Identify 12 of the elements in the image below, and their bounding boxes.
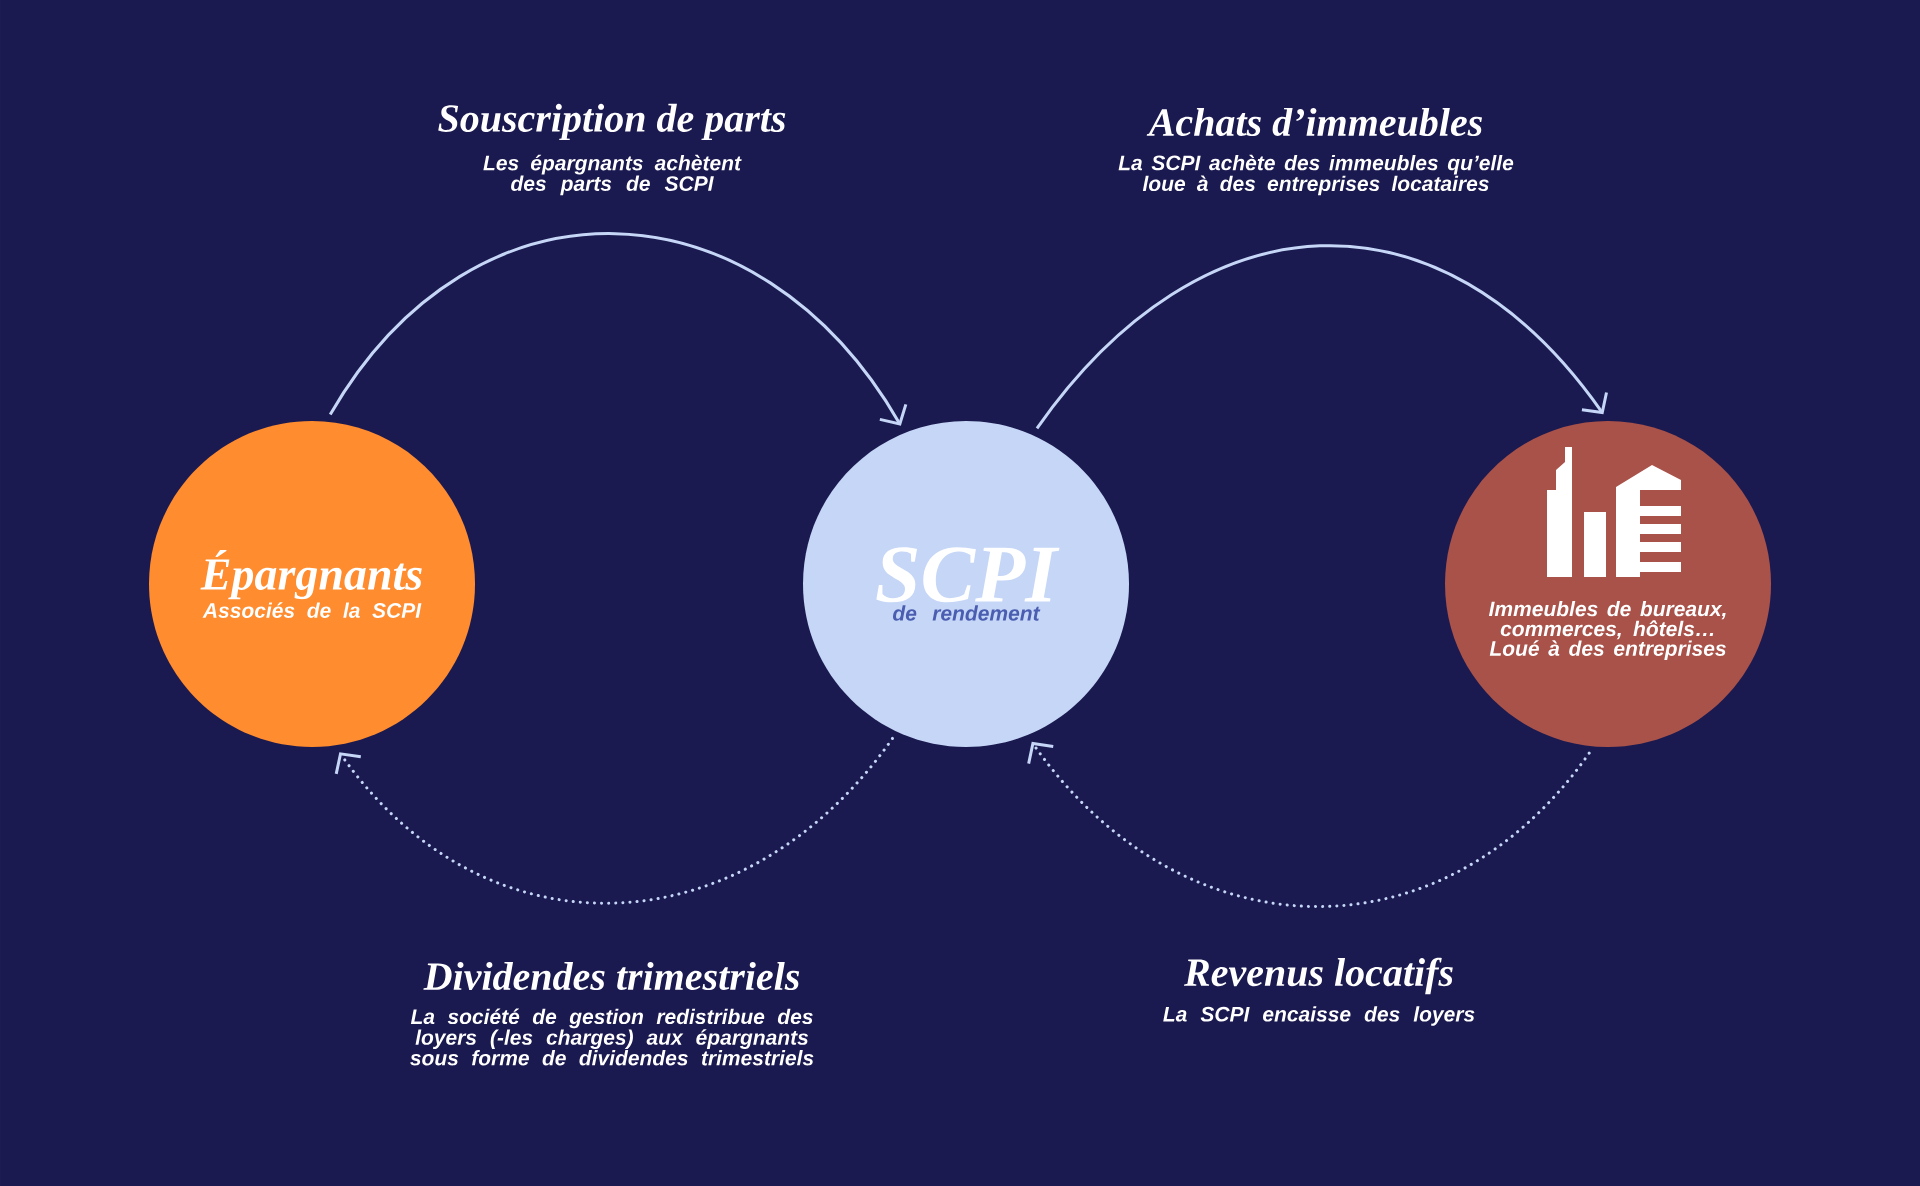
arrow [1035, 244, 1608, 430]
caption-text: La SCPI achète des immeubles qu’elle loue à des entreprises locataires [1118, 154, 1514, 196]
edge-label: Dividendes trimestriels [423, 961, 800, 991]
caption-text: Les épargnants achètent des parts de SCPI [483, 154, 742, 196]
arrow [334, 736, 894, 905]
edge-label: Achats d’immeubles [1146, 107, 1483, 137]
edge-label: Revenus locatifs [1183, 957, 1453, 995]
arrow [329, 232, 908, 426]
caption-text: La SCPI encaisse des loyers [1163, 1006, 1475, 1026]
arrow [1027, 741, 1591, 908]
edge-label: Souscription de parts [438, 103, 786, 141]
caption-text: La société de gestion redistribue des loyers (-les charges) aux épargnants sous forme de dividendes trimestriels [410, 1008, 814, 1066]
